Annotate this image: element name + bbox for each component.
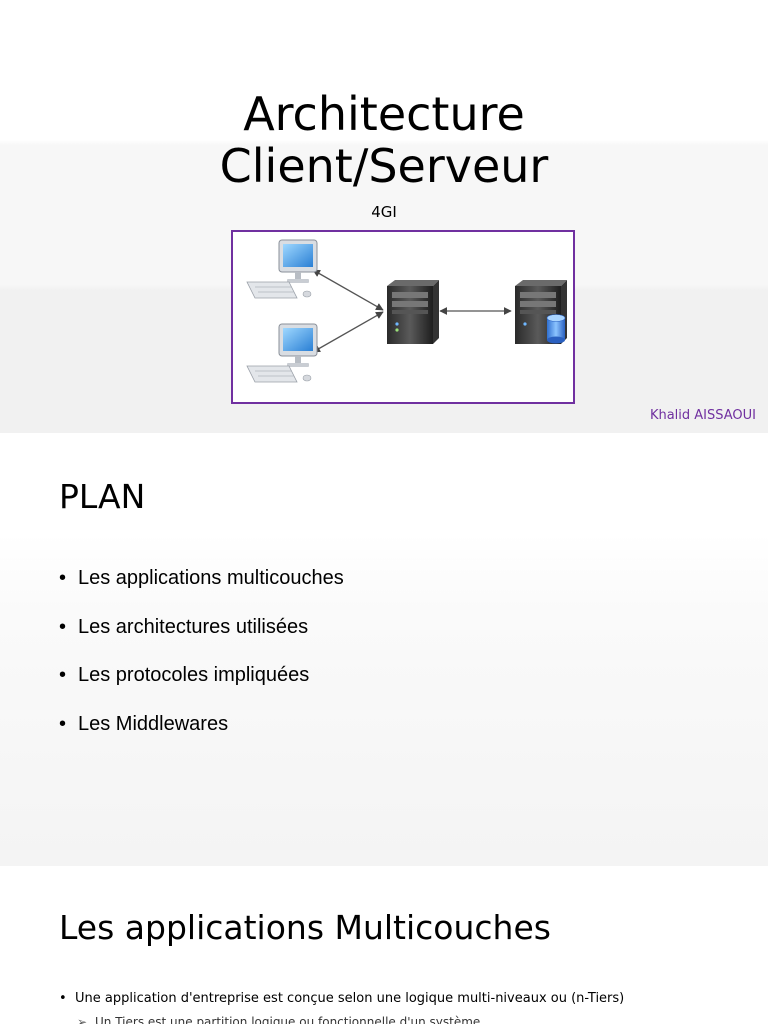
plan-list: • Les applications multicouches • Les arch… <box>59 563 344 757</box>
link-arrow <box>312 269 384 311</box>
link-arrow <box>312 311 384 353</box>
server-icon <box>387 280 439 344</box>
section-title: Les applications Multicouches <box>59 908 551 947</box>
client-server-diagram <box>231 230 575 404</box>
list-item: • Les protocoles impliquées <box>59 660 344 709</box>
slide-title: Architecture Client/Serveur <box>0 88 768 192</box>
bullet-glyph: • <box>59 567 67 589</box>
arrow-bullet-icon: ➢ <box>77 1015 88 1024</box>
slide-title-line-1: Architecture <box>243 87 525 141</box>
bullet-glyph: • <box>59 664 67 686</box>
client-computer-icon <box>246 323 318 383</box>
slide-subtitle: 4GI <box>371 203 397 221</box>
list-item-text: Les architectures utilisées <box>78 615 309 638</box>
multicouches-slide: Les applications Multicouches • Une appli… <box>0 866 768 1024</box>
bullet-glyph: • <box>59 991 67 1006</box>
plan-title: PLAN <box>59 477 146 516</box>
client-server-diagram-svg <box>246 239 567 383</box>
database-server-icon <box>515 280 567 344</box>
bullet-glyph: • <box>59 615 67 638</box>
bullet-glyph: • <box>59 712 67 735</box>
list-item: • Les applications multicouches <box>59 563 344 612</box>
sub-list-item: ➢ Un Tiers est une partition logique ou f… <box>77 1015 480 1024</box>
list-item-text: Les Middlewares <box>78 712 229 735</box>
list-item: • Les architectures utilisées <box>59 612 344 661</box>
author-name: Khalid AISSAOUI <box>649 408 756 423</box>
plan-slide: PLAN • Les applications multicouches • Les… <box>0 433 768 866</box>
database-icon <box>546 314 566 344</box>
sub-list-item-text: Un Tiers est une partition logique ou fo… <box>95 1015 481 1024</box>
list-item-text: Les applications multicouches <box>78 567 344 589</box>
title-slide: Architecture Client/Serveur 4GI <box>0 0 768 433</box>
list-item-text: Une application d'entreprise est conçue … <box>75 991 625 1006</box>
list-item: • Une application d'entreprise est conçue… <box>59 991 624 1006</box>
client-computer-icon <box>246 239 318 299</box>
list-item: • Les Middlewares <box>59 709 344 758</box>
list-item-text: Les protocoles impliquées <box>78 664 310 686</box>
slide-title-line-2: Client/Serveur <box>219 139 549 193</box>
